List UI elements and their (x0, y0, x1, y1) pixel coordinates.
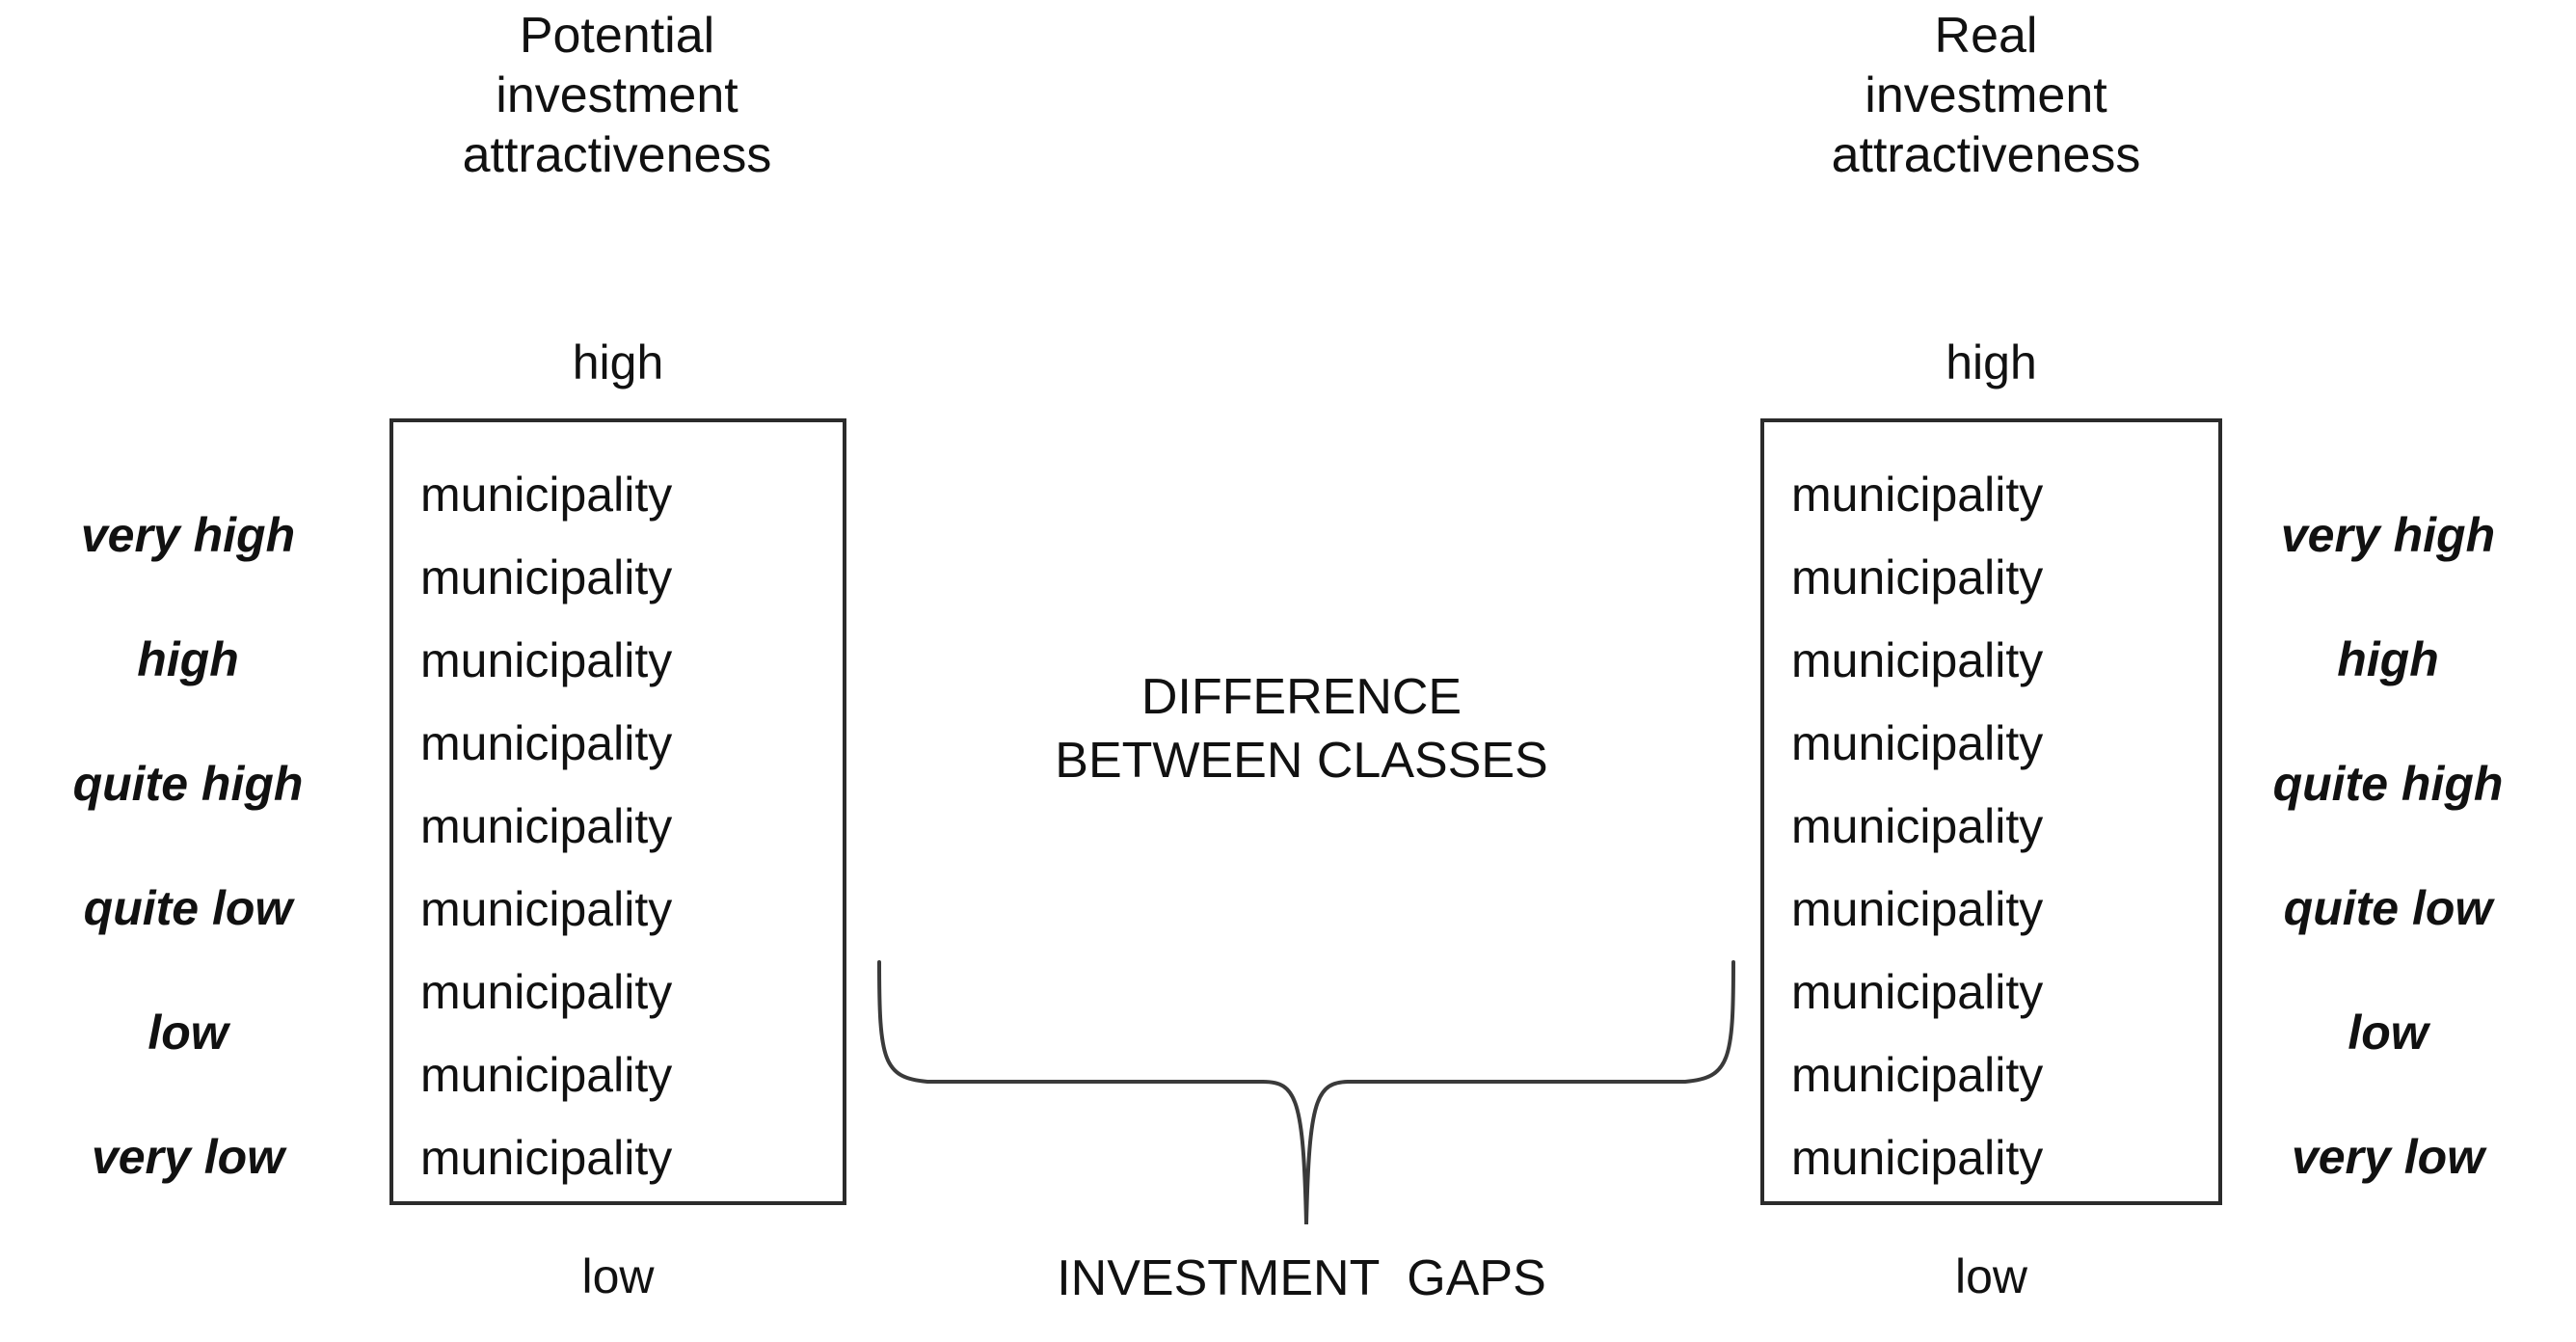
right-class-label-scale: very high high quite high quite low low … (2200, 472, 2576, 1219)
list-item: municipality (420, 633, 673, 687)
list-item: municipality (1791, 633, 2044, 687)
list-item: municipality (420, 1131, 673, 1185)
real-attractiveness-box: municipality municipality municipality m… (1760, 418, 2222, 1205)
left-heading-line-1: Potential (519, 8, 715, 64)
list-item: municipality (420, 550, 673, 604)
class-label-very-low: very low (2291, 1129, 2485, 1184)
potential-attractiveness-box: municipality municipality municipality m… (389, 418, 846, 1205)
list-item: municipality (1791, 882, 2044, 936)
left-heading-line-2: investment (496, 67, 738, 123)
left-column-heading: Potential investment attractiveness (318, 6, 916, 185)
investment-gaps-brace (858, 945, 1755, 1224)
class-label-high: high (2337, 631, 2439, 686)
list-item: municipality (1791, 1048, 2044, 1102)
difference-line-2: BETWEEN CLASSES (1055, 733, 1548, 789)
left-scale-low-caption: low (581, 1249, 655, 1303)
list-item: municipality (1791, 965, 2044, 1019)
class-label-low: low (2348, 1005, 2428, 1060)
right-heading-line-2: investment (1865, 67, 2107, 123)
class-label-quite-low: quite low (83, 880, 293, 935)
list-item: municipality (420, 1048, 673, 1102)
class-label-quite-high: quite high (72, 756, 304, 811)
class-label-low: low (148, 1005, 228, 1060)
right-scale-high-caption: high (1945, 336, 2037, 389)
class-label-very-high: very high (80, 507, 296, 562)
list-item: municipality (420, 799, 673, 853)
list-item: municipality (420, 468, 673, 522)
right-column-heading: Real investment attractiveness (1687, 6, 2285, 185)
left-heading-line-3: attractiveness (462, 127, 772, 183)
right-heading-line-3: attractiveness (1831, 127, 2141, 183)
left-municipality-list: municipality municipality municipality m… (420, 453, 837, 1199)
list-item: municipality (1791, 1131, 2044, 1185)
list-item: municipality (1791, 716, 2044, 770)
class-label-quite-high: quite high (2272, 756, 2504, 811)
difference-line-1: DIFFERENCE (1140, 669, 1462, 725)
difference-between-classes-label: DIFFERENCE BETWEEN CLASSES (964, 665, 1639, 792)
list-item: municipality (420, 965, 673, 1019)
list-item: municipality (1791, 550, 2044, 604)
class-label-quite-low: quite low (2283, 880, 2493, 935)
class-label-very-low: very low (91, 1129, 285, 1184)
list-item: municipality (1791, 468, 2044, 522)
right-scale-low-caption: low (1954, 1249, 2028, 1303)
investment-gaps-label: INVESTMENT GAPS (1057, 1250, 1546, 1306)
list-item: municipality (1791, 799, 2044, 853)
right-heading-line-1: Real (1934, 8, 2038, 64)
left-class-label-scale: very high high quite high quite low low … (0, 472, 376, 1219)
list-item: municipality (420, 716, 673, 770)
list-item: municipality (420, 882, 673, 936)
class-label-very-high: very high (2280, 507, 2496, 562)
class-label-high: high (137, 631, 239, 686)
left-scale-high-caption: high (572, 336, 664, 389)
right-municipality-list: municipality municipality municipality m… (1791, 453, 2213, 1199)
brace-path (877, 960, 1735, 1224)
